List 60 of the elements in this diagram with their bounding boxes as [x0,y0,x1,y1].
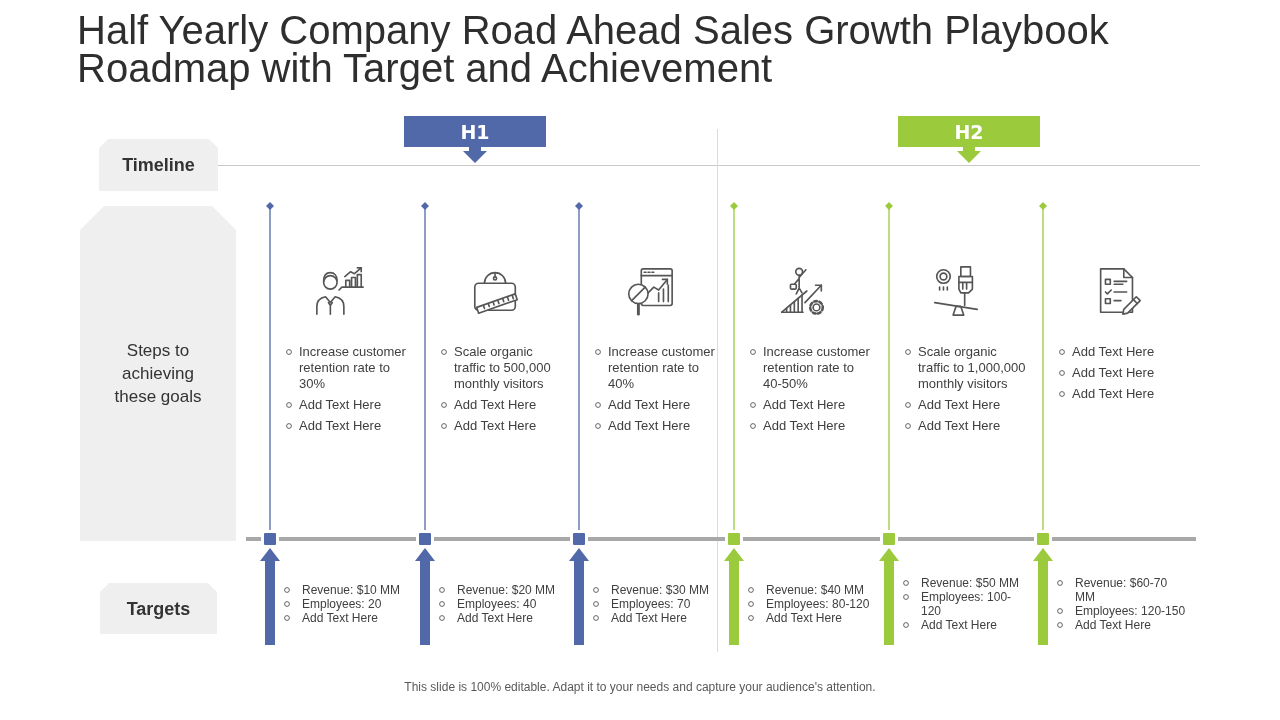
target-text: Add Text Here [766,611,843,625]
goal-text: Add Text Here [1072,386,1156,402]
connector-line [885,202,893,531]
goal-text: Add Text Here [1072,344,1156,360]
milestone-marker [880,530,898,548]
goal-text: Scale organic traffic to 1,000,000 monthly visitors [918,344,1027,392]
block-arrow [415,548,435,645]
goal-text: Add Text Here [1072,365,1156,381]
target-text: Employees: 20 [302,597,383,611]
block-arrow [1033,548,1053,645]
target-text: Employees: 80-120 [766,597,871,611]
target-text: Employees: 40 [457,597,538,611]
milestone-marker [416,530,434,548]
period-banner: H1 [404,116,546,163]
target-text: Add Text Here [611,611,688,625]
goal-text: Add Text Here [763,418,847,434]
connector-line [730,202,738,531]
period-banner: H2 [898,116,1040,163]
row-header-tab: Timeline [99,139,218,191]
target-text: Employees: 120-150 [1075,604,1187,618]
block-arrow [879,548,899,645]
goal-text: Increase customer retention rate to 30% [299,344,407,392]
target-text: Revenue: $50 MM [921,576,1021,590]
milestone-marker [1034,530,1052,548]
row-header-tab: Steps to achieving these goals [80,206,236,541]
target-text: Add Text Here [921,618,998,632]
goal-text: Scale organic traffic to 500,000 monthly visitors [454,344,552,392]
goal-text: Add Text Here [608,397,692,413]
goal-text: Add Text Here [299,418,383,434]
milestone-marker [725,530,743,548]
block-arrow [569,548,589,645]
goal-text: Increase customer retention rate to 40-50% [763,344,871,392]
goal-text: Add Text Here [918,418,1002,434]
target-text: Revenue: $30 MM [611,583,711,597]
target-text: Revenue: $10 MM [302,583,402,597]
target-text: Add Text Here [457,611,534,625]
target-text: Revenue: $20 MM [457,583,557,597]
milestone-marker [570,530,588,548]
target-text: Revenue: $60-70 MM [1075,576,1169,604]
target-text: Employees: 70 [611,597,692,611]
target-text: Revenue: $40 MM [766,583,866,597]
connector-line [266,202,274,531]
connector-line [575,202,583,531]
connector-line [421,202,429,531]
connector-line [1039,202,1047,531]
target-text: Employees: 100-120 [921,590,1013,618]
target-text: Add Text Here [1075,618,1152,632]
goal-text: Add Text Here [763,397,847,413]
milestone-marker [261,530,279,548]
block-arrow [260,548,280,645]
footer-note: This slide is 100% editable. Adapt it to your needs and capture your audience's attention. [404,680,876,695]
goal-text: Add Text Here [454,418,538,434]
goal-text: Add Text Here [918,397,1002,413]
goal-text: Add Text Here [454,397,538,413]
goal-text: Increase customer retention rate to 40% [608,344,716,392]
block-arrow [724,548,744,645]
row-header-tab: Targets [100,583,217,634]
target-text: Add Text Here [302,611,379,625]
goal-text: Add Text Here [608,418,692,434]
goal-text: Add Text Here [299,397,383,413]
